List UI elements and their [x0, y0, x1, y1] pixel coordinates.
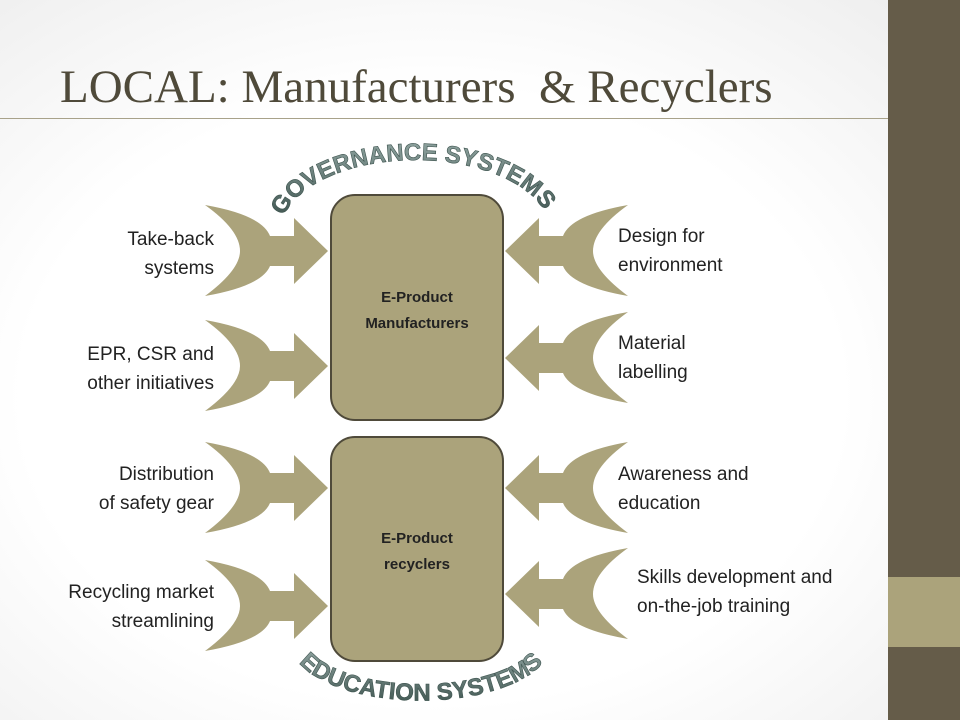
process-diagram: E-Product Manufacturers E-Product recycl… — [205, 139, 628, 707]
right-arrow-3 — [505, 442, 628, 533]
manufacturers-box — [330, 194, 504, 421]
left-input-label-3: Distribution of safety gear — [98, 464, 214, 514]
manufacturers-box-line-2: Manufacturers — [365, 315, 468, 332]
right-arrow-2 — [505, 312, 628, 403]
left-input-label-2: EPR, CSR and other initiatives — [87, 344, 214, 394]
left-arrow-2 — [205, 320, 328, 411]
recyclers-box-line-1: E-Product — [381, 530, 453, 547]
left-input-label-1: Take-back systems — [127, 229, 214, 279]
left-input-label-4: Recycling market streamlining — [68, 582, 214, 632]
slide-title: LOCAL: Manufacturers & Recyclers — [60, 61, 773, 113]
right-input-label-2: Material labelling — [618, 333, 688, 383]
title-divider — [0, 118, 888, 119]
right-arrow-1 — [505, 205, 628, 296]
right-input-label-1: Design for environment — [618, 226, 723, 276]
recyclers-box — [330, 436, 504, 662]
right-input-label-4: Skills development and on-the-job traini… — [637, 567, 833, 617]
left-arrow-4 — [205, 560, 328, 651]
side-accent-block — [888, 577, 960, 647]
left-arrow-1 — [205, 205, 328, 296]
manufacturers-box-line-1: E-Product — [381, 289, 453, 306]
recyclers-box-line-2: recyclers — [384, 556, 450, 573]
left-arrow-3 — [205, 442, 328, 533]
right-input-label-3: Awareness and education — [618, 464, 749, 514]
right-arrow-4 — [505, 548, 628, 639]
